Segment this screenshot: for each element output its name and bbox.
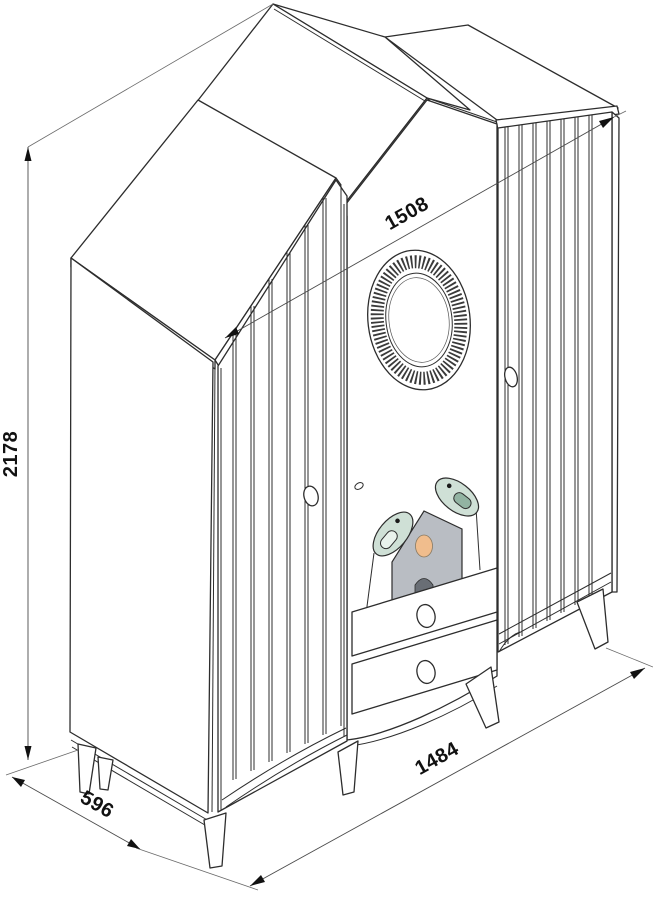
right-door-knob (504, 366, 518, 388)
dimension-height: 2178 (0, 3, 274, 776)
right-bird (434, 477, 480, 517)
middle-section (337, 99, 500, 796)
left-door-knob (303, 485, 319, 507)
left-side-panel (69, 257, 214, 814)
dimension-height-label: 2178 (0, 431, 22, 478)
rope-mirror-ring (367, 249, 471, 391)
left-bird-wire (365, 552, 375, 615)
right-front-leg (576, 588, 609, 650)
left-bird-eye (395, 518, 400, 524)
dimension-depth: 596 (11, 776, 141, 850)
right-apron-arch (498, 631, 521, 653)
dimension-bottom-width-label: 1484 (411, 738, 463, 780)
hinge-screw (354, 482, 364, 490)
middle-right-leg (465, 666, 500, 729)
left-bird (372, 511, 414, 557)
front-left-leg (203, 812, 227, 869)
back-leg-outer (77, 743, 97, 795)
left-door-front (217, 179, 348, 813)
drawer-bottom-knob (416, 659, 436, 685)
drawer-top-knob (416, 603, 436, 629)
back-leg-inner (97, 756, 114, 791)
right-section (497, 111, 620, 653)
birdhouse-decor (365, 477, 481, 615)
right-door-front (497, 111, 613, 653)
right-side-sliver (611, 111, 620, 593)
middle-left-leg (337, 740, 359, 796)
right-bird-wire (475, 507, 481, 571)
left-apron-arch (221, 727, 347, 801)
right-door-slats (504, 115, 593, 645)
birdhouse-hole (415, 534, 433, 558)
right-bird-eye (446, 483, 452, 489)
left-section (69, 179, 348, 869)
left-door-slats (232, 186, 342, 780)
